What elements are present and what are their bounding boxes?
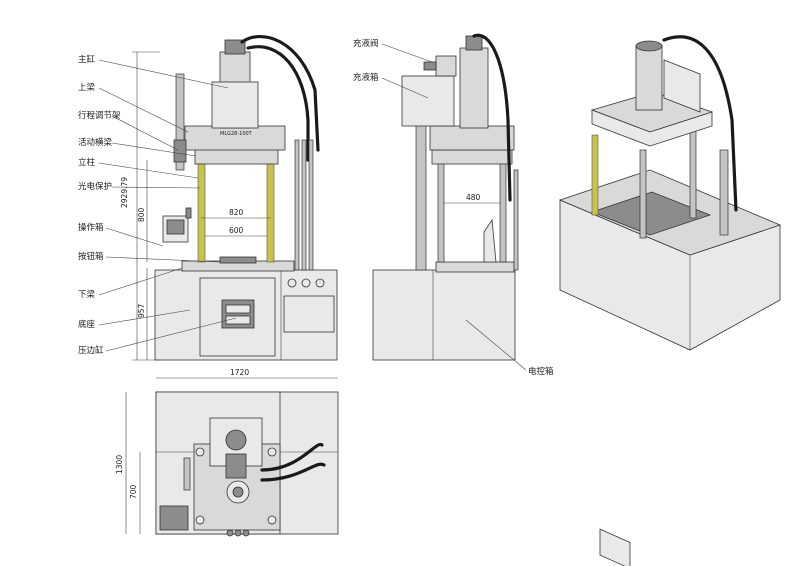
front-column-right bbox=[266, 159, 275, 263]
side-column bbox=[415, 119, 427, 271]
dim-table-width: 820 bbox=[229, 208, 244, 217]
label-control-box: 电控箱 bbox=[528, 366, 554, 377]
label-upper-beam: 上梁 bbox=[78, 83, 96, 93]
front-button-2 bbox=[301, 278, 311, 288]
label-operating-box: 操作箱 bbox=[78, 222, 104, 233]
label-fill-valve: 充液阀 bbox=[353, 38, 379, 49]
label-lower-beam: 下梁 bbox=[78, 290, 96, 300]
front-button-3 bbox=[315, 278, 325, 288]
iso-table bbox=[590, 191, 712, 236]
label-fill-tank: 充液箱 bbox=[353, 72, 379, 83]
label-button-box: 按钮箱 bbox=[78, 251, 104, 262]
label-base: 底座 bbox=[78, 319, 96, 330]
isometric-view bbox=[558, 35, 782, 566]
dim-side-width: 480 bbox=[466, 193, 481, 202]
side-fill-valve bbox=[435, 55, 457, 77]
front-view: MLG28-100T 2929.79 800 957 820 600 bbox=[98, 34, 338, 361]
dim-plan-depth: 1300 bbox=[115, 455, 124, 474]
front-stroke-adjuster bbox=[175, 73, 185, 171]
front-control-panel bbox=[283, 295, 335, 333]
front-button-1 bbox=[287, 278, 297, 288]
dim-upper-height: 800 bbox=[137, 207, 146, 222]
label-stroke-adjuster: 行程调节架 bbox=[78, 110, 121, 121]
top-operating-box bbox=[159, 505, 189, 531]
front-column-left bbox=[197, 159, 206, 263]
label-moving-beam: 活动横梁 bbox=[78, 137, 113, 148]
top-view: 1720 1300 700 bbox=[115, 368, 339, 537]
label-main-cylinder: 主缸 bbox=[78, 54, 96, 65]
side-fill-tank bbox=[401, 75, 455, 127]
label-photo-guard: 光电保护 bbox=[78, 181, 112, 192]
dim-lower-height: 957 bbox=[137, 303, 146, 318]
dim-plan-inner: 700 bbox=[129, 484, 138, 499]
dim-total-height: 2929.79 bbox=[120, 177, 129, 208]
front-hose-2 bbox=[246, 45, 310, 162]
side-view: 480 bbox=[372, 33, 527, 371]
front-hose-1 bbox=[240, 34, 320, 152]
front-upper-beam bbox=[184, 125, 286, 151]
side-guard-plate bbox=[483, 218, 497, 263]
dim-inner-width: 600 bbox=[229, 226, 244, 235]
front-model-plate: MLG28-100T bbox=[220, 131, 253, 137]
iso-main-cylinder bbox=[635, 45, 663, 111]
side-base-cabinet bbox=[372, 269, 516, 361]
label-blank-holder: 压边缸 bbox=[78, 345, 104, 356]
dim-plan-width: 1720 bbox=[230, 368, 249, 377]
label-column: 立柱 bbox=[78, 157, 96, 168]
